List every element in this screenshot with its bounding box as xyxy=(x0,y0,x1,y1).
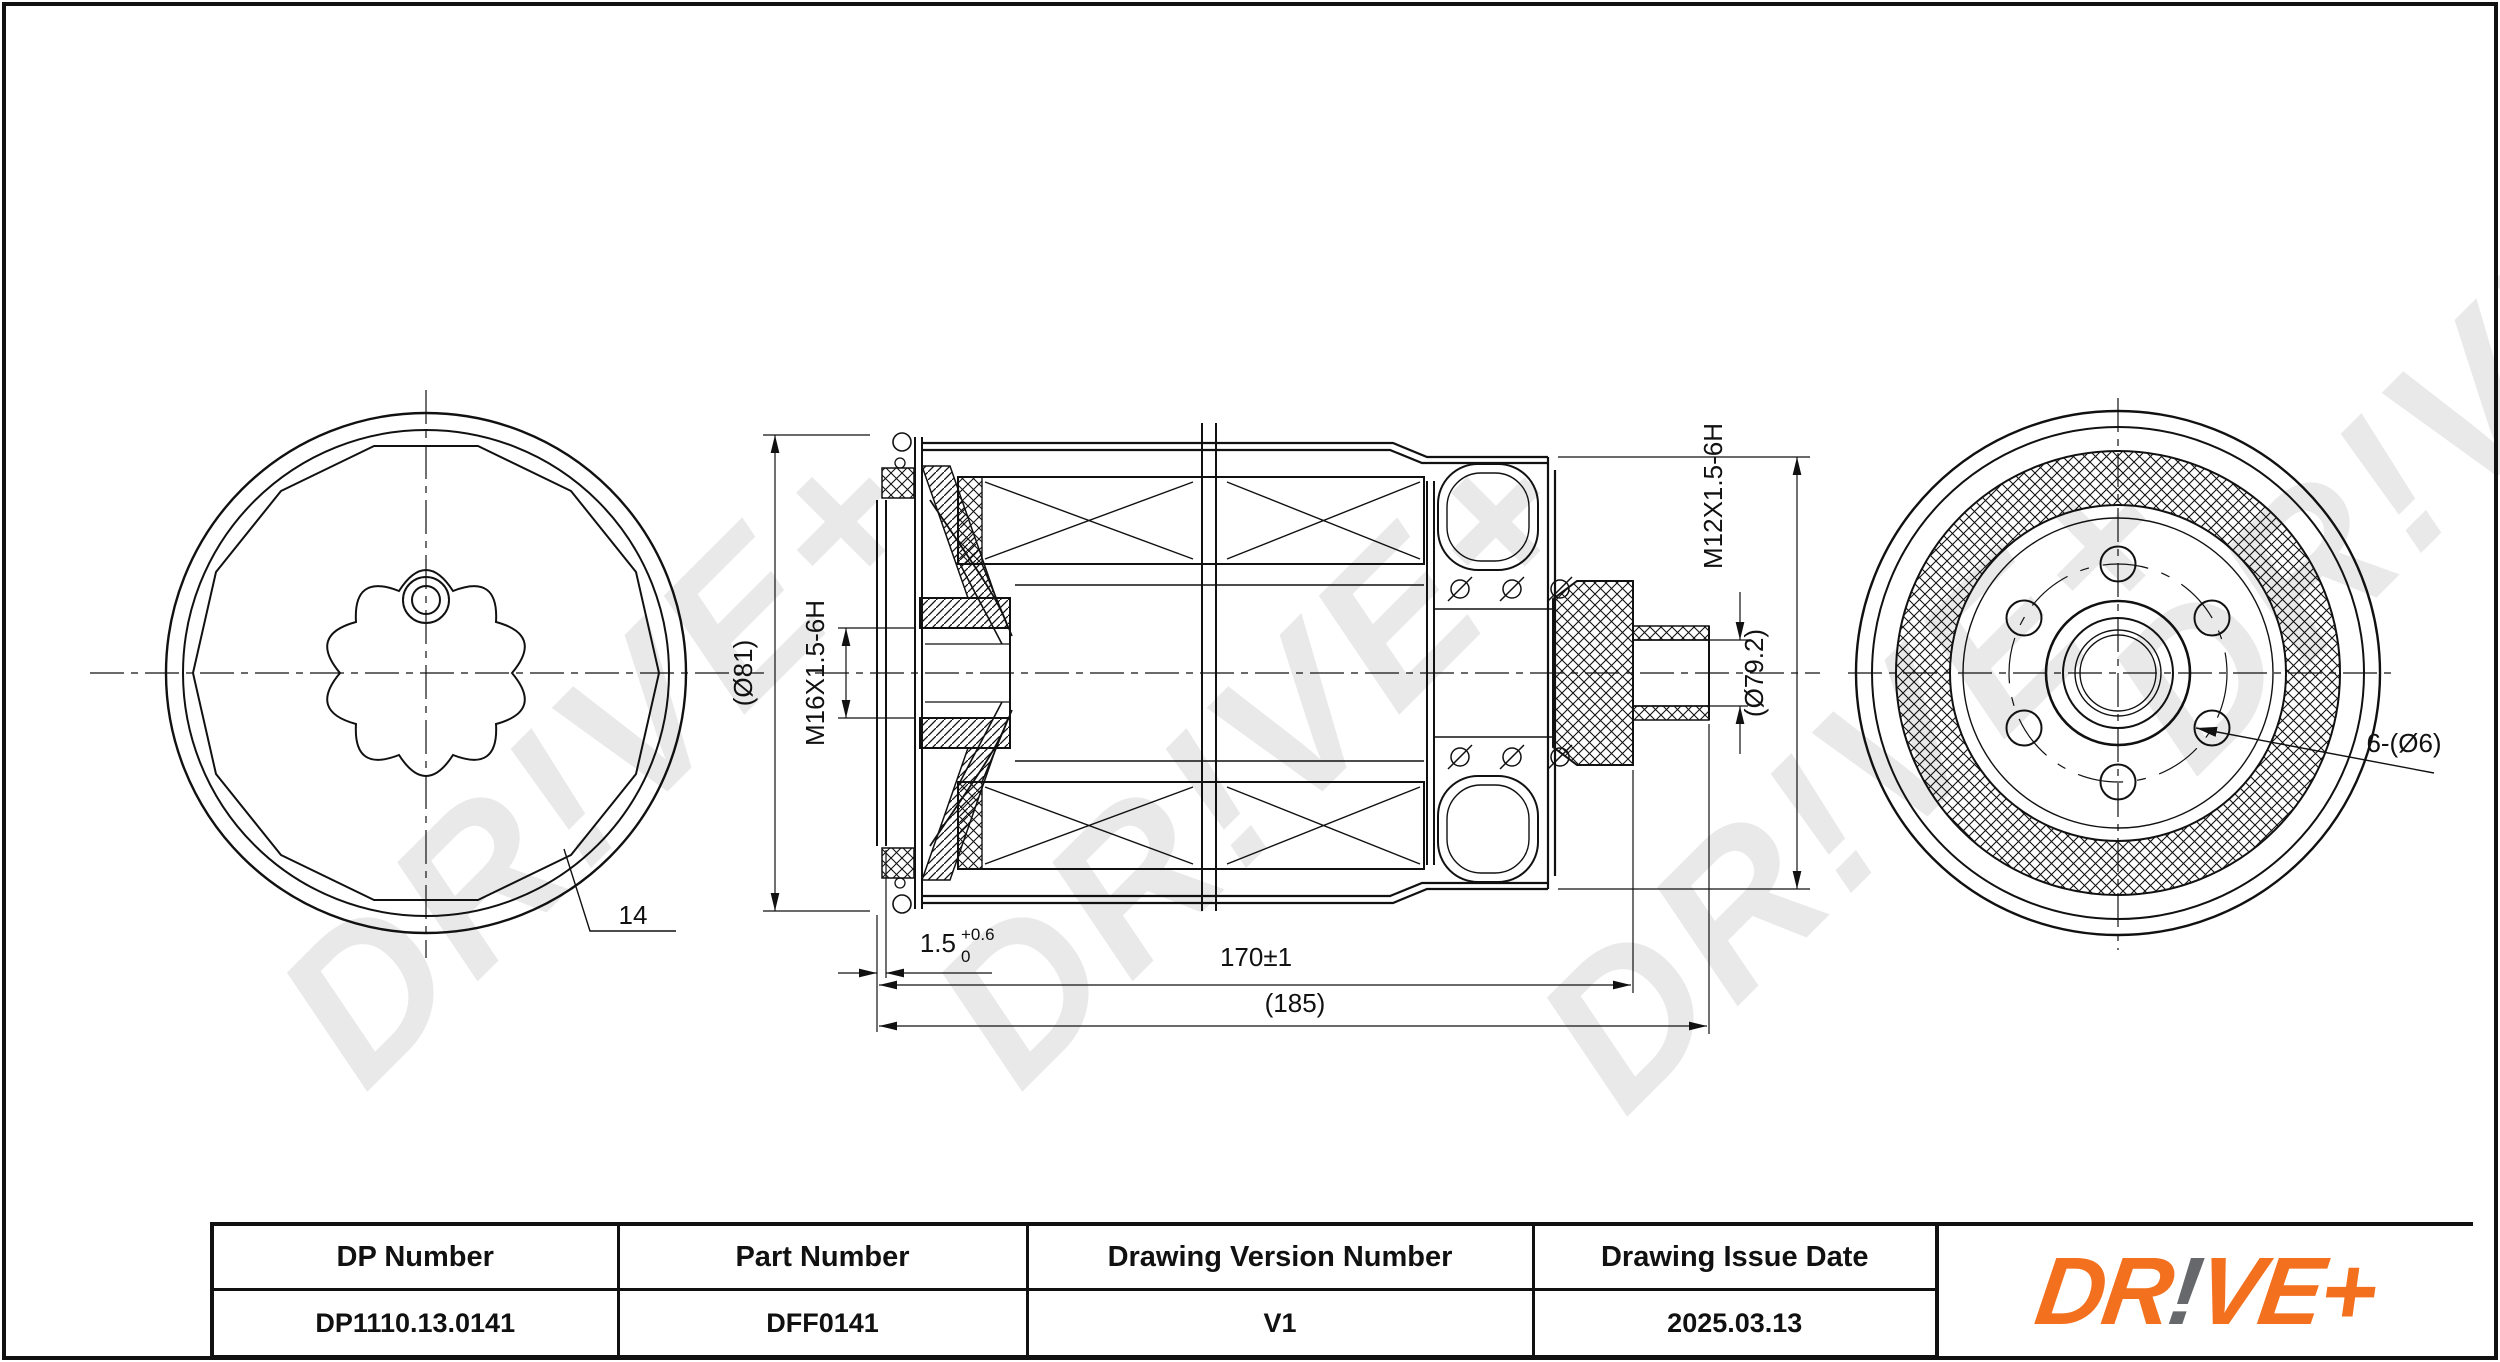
dimensions xyxy=(763,434,1810,1034)
logo-cell: DR!VE+ xyxy=(1937,1222,2473,1358)
end-disc-funnel xyxy=(959,563,1424,783)
hex-count-leader xyxy=(563,848,676,932)
dimension-dia81 xyxy=(763,434,870,912)
dimension-185 xyxy=(879,724,1710,1034)
cap-14-sided-polygon xyxy=(192,445,660,901)
filter-element-top xyxy=(957,476,1425,565)
dia792-label: (Ø79.2) xyxy=(1739,629,1769,717)
inlet-boss-m16 xyxy=(919,597,1011,749)
drawing-version-value: V1 xyxy=(1025,1288,1535,1359)
filter-element-bottom xyxy=(957,781,1425,870)
lip-tol-zero: 0 xyxy=(961,947,970,966)
m12-label: M12X1.5-6H xyxy=(1698,423,1728,569)
filter-shell xyxy=(922,441,1557,905)
hex-count-label: 14 xyxy=(619,900,648,930)
bolt-holes-leader xyxy=(2195,726,2435,774)
dp-number-value: DP1110.13.0141 xyxy=(210,1288,620,1359)
title-block-value-row: DP1110.13.0141 DFF0141 V1 2025.03.13 xyxy=(210,1288,1939,1359)
dia81-label: (Ø81) xyxy=(728,640,758,706)
right-end-view: 6-(Ø6) xyxy=(1848,398,2442,950)
dp-number-header: DP Number xyxy=(210,1222,620,1291)
lip-tol-plus: +0.6 xyxy=(961,925,995,944)
dimension-lip xyxy=(838,850,992,1032)
break-lines xyxy=(1201,423,1217,911)
issue-date-header: Drawing Issue Date xyxy=(1531,1222,1939,1291)
section-view xyxy=(815,423,1820,914)
dimension-m16 xyxy=(838,627,915,719)
issue-date-value: 2025.03.13 xyxy=(1531,1288,1939,1359)
left-end-view: 14 xyxy=(90,390,764,958)
title-block: DP Number Part Number Drawing Version Nu… xyxy=(210,1222,1939,1359)
dimension-dia792 xyxy=(1558,456,1810,890)
lip-label: 1.5 xyxy=(920,928,956,958)
m16-label: M16X1.5-6H xyxy=(800,600,830,746)
title-block-header-row: DP Number Part Number Drawing Version Nu… xyxy=(210,1222,1939,1291)
part-number-value: DFF0141 xyxy=(616,1288,1029,1359)
dimension-labels: (Ø81) M16X1.5-6H M12X1.5-6H (Ø79.2) 1.5 … xyxy=(728,423,1769,1018)
len185-label: (185) xyxy=(1265,988,1326,1018)
drawing-version-header: Drawing Version Number xyxy=(1025,1222,1535,1291)
dimension-170 xyxy=(879,770,1634,993)
part-number-header: Part Number xyxy=(616,1222,1029,1291)
bolt-holes-label: 6-(Ø6) xyxy=(2366,728,2441,758)
bolt-holes xyxy=(2005,545,2231,801)
cap-scalloped-knob xyxy=(326,569,526,777)
logo-part-veplus: VE+ xyxy=(2190,1238,2381,1345)
dimension-m12 xyxy=(1705,592,1748,754)
drive-plus-logo: DR!VE+ xyxy=(2029,1237,2381,1347)
logo-part-dr: DR xyxy=(2029,1238,2177,1345)
len170-label: 170±1 xyxy=(1220,942,1292,972)
